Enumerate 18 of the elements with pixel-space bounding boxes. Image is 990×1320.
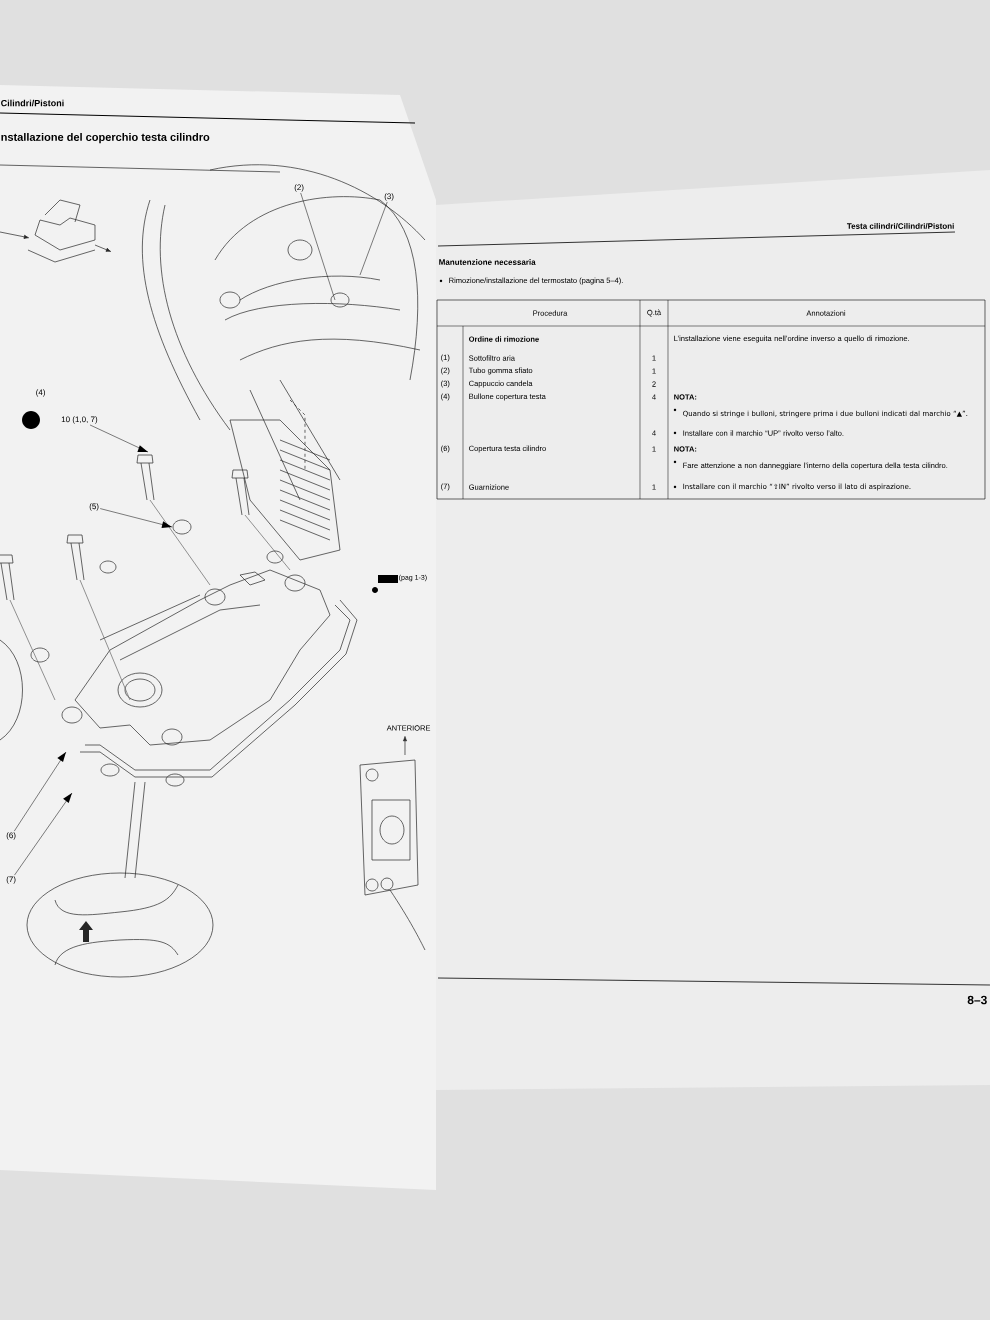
section-heading: Manutenzione necessaria	[439, 259, 536, 265]
section-title: nstallazione del coperchio testa cilindro	[1, 132, 210, 144]
torque-value: 10 (1,0, 7)	[61, 416, 98, 424]
callout-number: (4)	[36, 389, 45, 397]
leader-line	[99, 508, 173, 529]
callout-number: (5)	[89, 503, 99, 511]
running-header: Cilindri/Pistoni	[1, 99, 64, 107]
leader-line	[359, 201, 388, 276]
callout-number: (2)	[294, 184, 304, 192]
callout-number: (6)	[6, 832, 16, 840]
callout-number: (7)	[6, 876, 16, 884]
running-header: Testa cilindri/Cilindri/Pistoni	[846, 223, 954, 229]
leader-line	[14, 792, 73, 876]
leader-line	[300, 192, 336, 301]
leader-line	[89, 424, 149, 453]
callout-number: (3)	[384, 193, 394, 201]
leader-line	[14, 751, 67, 832]
page-number: 8–3	[967, 995, 987, 1005]
